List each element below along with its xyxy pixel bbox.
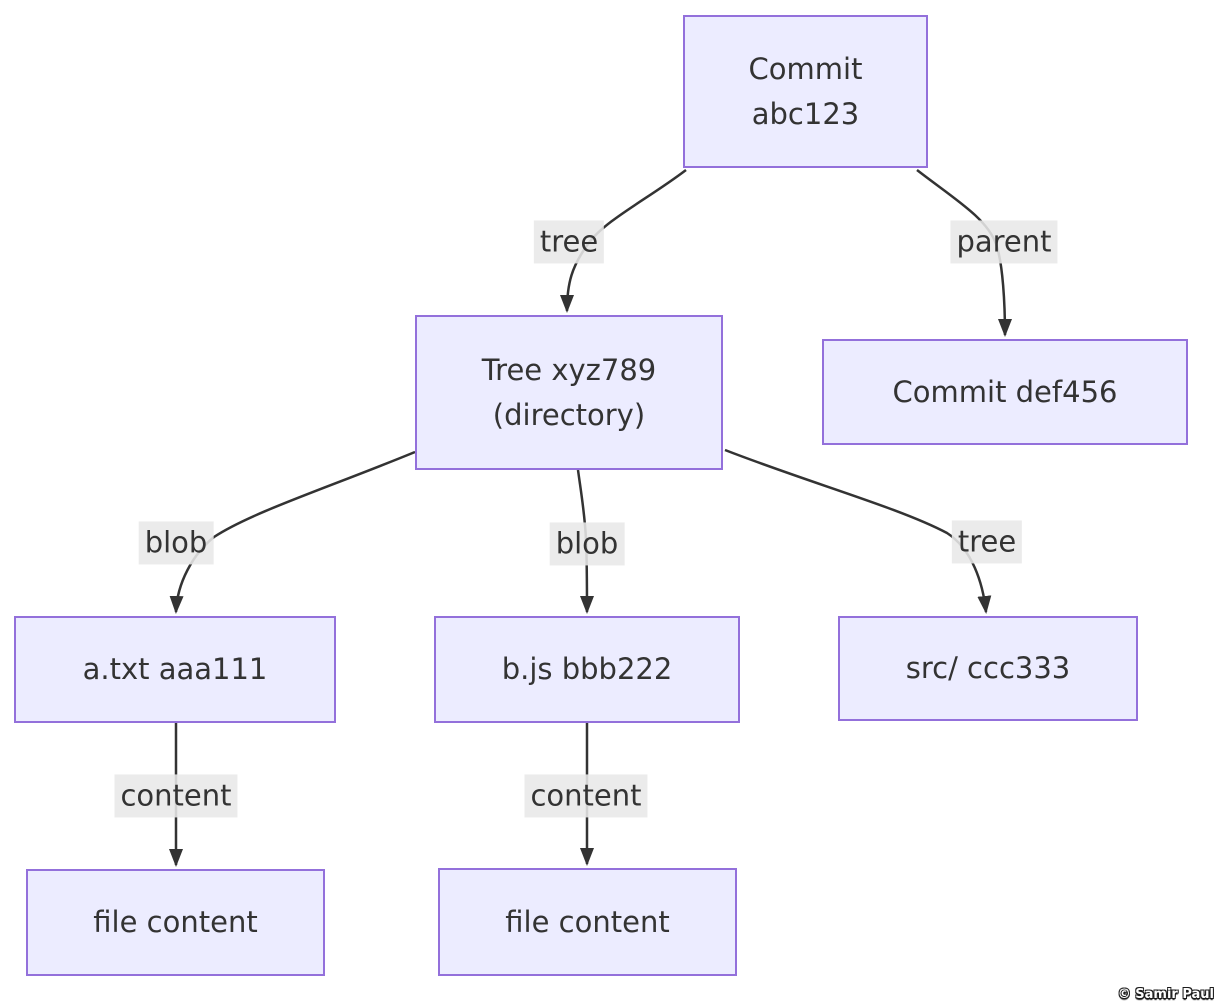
node-blob-a-txt: a.txt aaa111 [14, 616, 336, 723]
edge-tree-to-tree-src [724, 448, 992, 614]
node-commit-def456: Commit def456 [822, 339, 1188, 445]
edge-label-content-1: content [114, 774, 238, 818]
node-commit-abc123: Commit abc123 [683, 15, 928, 168]
edge-tree-to-blob-a-txt [169, 450, 416, 614]
node-tree-xyz789: Tree xyz789 (directory) [415, 315, 723, 470]
node-tree-src: src/ ccc333 [838, 616, 1138, 721]
node-file-content-b: file content [438, 868, 737, 976]
edge-label-content-2: content [524, 774, 648, 818]
edge-label-tree-2: tree [951, 520, 1023, 564]
edge-label-parent: parent [950, 220, 1058, 264]
edge-label-blob-1: blob [138, 521, 214, 565]
edge-label-blob-2: blob [549, 522, 625, 566]
node-blob-b-js: b.js bbb222 [434, 616, 740, 723]
node-file-content-a: file content [26, 869, 325, 976]
edge-label-tree-1: tree [533, 220, 605, 264]
watermark: © Samir Paul [1117, 987, 1214, 1002]
